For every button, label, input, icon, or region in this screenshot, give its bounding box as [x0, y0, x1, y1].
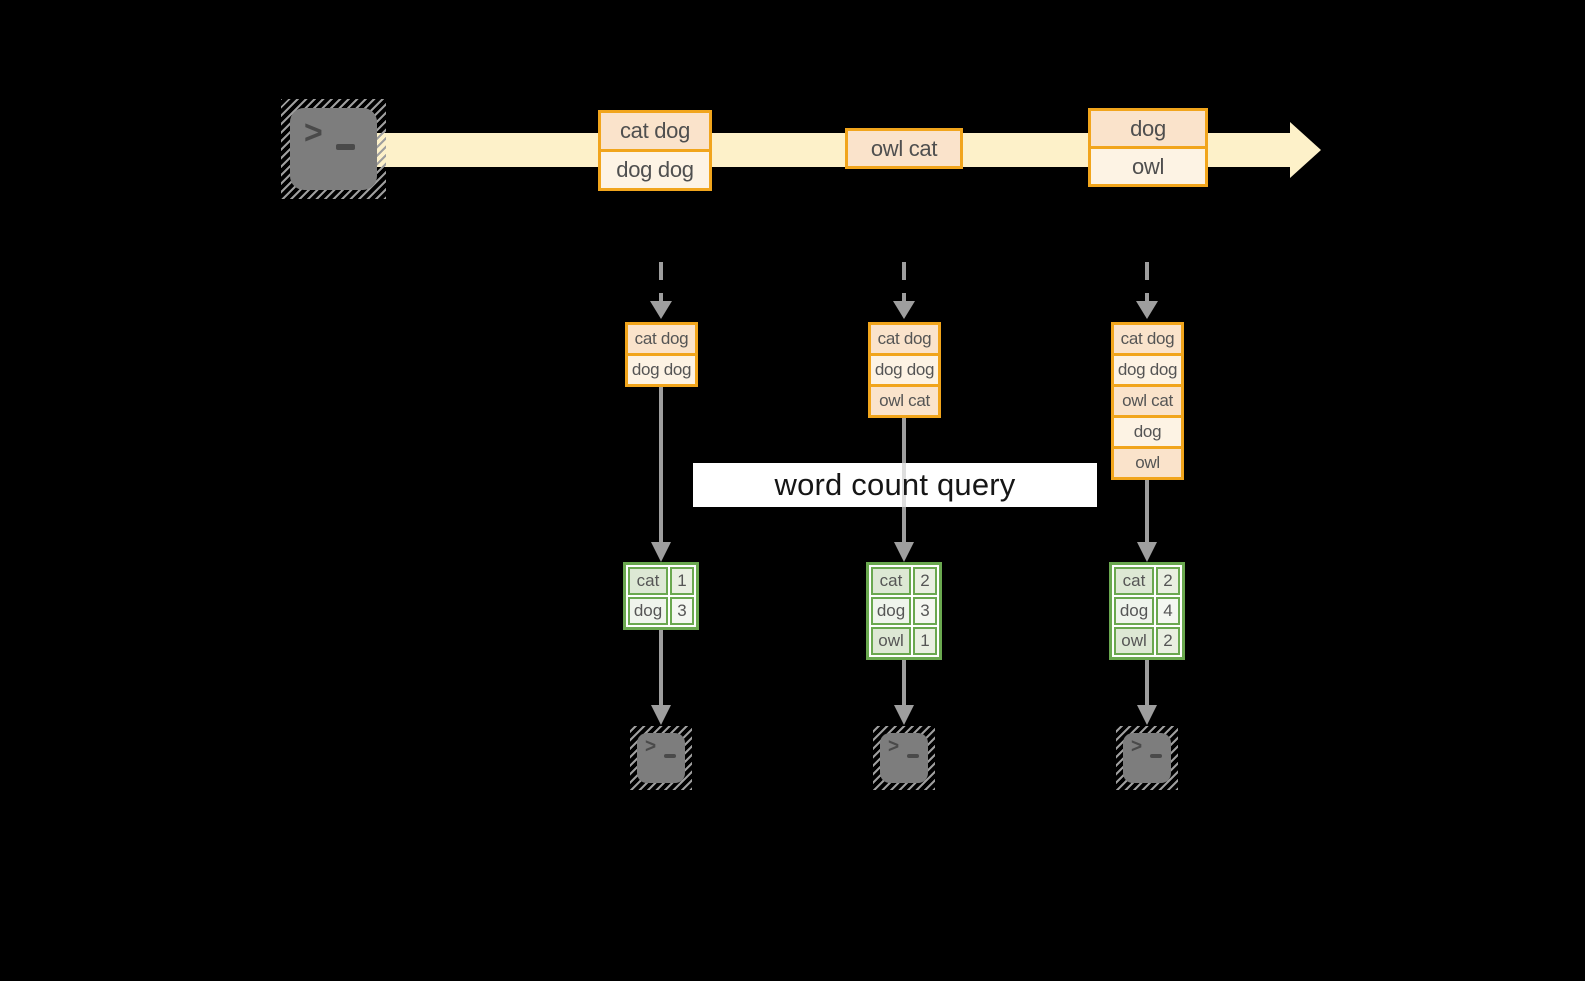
terminal-face: > — [880, 733, 928, 783]
ingest-arrowhead-2 — [893, 301, 915, 319]
buffer-row: dog dog — [868, 353, 941, 387]
terminal-face: > — [637, 733, 685, 783]
emit-arrow-line-2 — [902, 660, 906, 706]
query-banner: word count query — [693, 463, 1097, 507]
emit-arrowhead-3 — [1137, 705, 1157, 725]
stream-event-box-1: cat dog dog dog — [598, 110, 712, 191]
table-cell-word: cat — [628, 567, 668, 595]
table-cell-count: 2 — [1156, 567, 1180, 595]
terminal-face: > — [1123, 733, 1171, 783]
query-banner-label: word count query — [774, 467, 1016, 502]
sink-terminal-icon-3: > — [1116, 726, 1178, 790]
ingest-arrowhead-1 — [650, 301, 672, 319]
ingest-arrow-line-3 — [1145, 262, 1149, 304]
ingest-arrowhead-3 — [1136, 301, 1158, 319]
event-line: dog — [1088, 108, 1208, 149]
query-arrowhead-1 — [651, 542, 671, 562]
event-line: owl cat — [845, 128, 963, 169]
terminal-cursor-icon — [907, 754, 919, 758]
buffer-row: owl cat — [868, 384, 941, 418]
ingest-arrow-line-2 — [902, 262, 906, 304]
event-line: cat dog — [598, 110, 712, 152]
emit-arrow-line-3 — [1145, 660, 1149, 706]
event-stream-arrowhead — [1290, 122, 1321, 178]
table-cell-count: 2 — [913, 567, 937, 595]
terminal-prompt-icon: > — [1131, 735, 1143, 758]
buffer-row: owl cat — [1111, 384, 1184, 418]
buffer-row: cat dog — [625, 322, 698, 356]
table-cell-count: 1 — [913, 627, 937, 655]
table-cell-word: owl — [1114, 627, 1154, 655]
emit-arrow-line-1 — [659, 630, 663, 706]
table-cell-count: 3 — [913, 597, 937, 625]
sink-terminal-icon-1: > — [630, 726, 692, 790]
buffer-row: dog — [1111, 415, 1184, 449]
table-cell-count: 4 — [1156, 597, 1180, 625]
count-table-3: cat 2 dog 4 owl 2 — [1109, 562, 1185, 660]
query-banner-arrow-overlay — [902, 463, 906, 507]
sink-terminal-icon-2: > — [873, 726, 935, 790]
table-cell-count: 3 — [670, 597, 694, 625]
event-line: dog dog — [598, 149, 712, 191]
emit-arrowhead-2 — [894, 705, 914, 725]
query-arrowhead-3 — [1137, 542, 1157, 562]
table-cell-word: dog — [871, 597, 911, 625]
event-line: owl — [1088, 146, 1208, 187]
table-cell-word: cat — [1114, 567, 1154, 595]
stream-event-box-3: dog owl — [1088, 108, 1208, 187]
table-cell-word: owl — [871, 627, 911, 655]
terminal-prompt-icon: > — [645, 735, 657, 758]
buffer-row: dog dog — [1111, 353, 1184, 387]
query-arrow-line-3 — [1145, 480, 1149, 542]
buffer-row: dog dog — [625, 353, 698, 387]
table-cell-word: cat — [871, 567, 911, 595]
query-arrow-line-1 — [659, 387, 663, 542]
event-buffer-2: cat dog dog dog owl cat — [868, 322, 941, 418]
emit-arrowhead-1 — [651, 705, 671, 725]
terminal-prompt-icon: > — [888, 735, 900, 758]
source-terminal-icon: > — [281, 99, 386, 199]
count-table-2: cat 2 dog 3 owl 1 — [866, 562, 942, 660]
buffer-row: cat dog — [1111, 322, 1184, 356]
terminal-prompt-icon: > — [304, 113, 323, 151]
table-cell-count: 2 — [1156, 627, 1180, 655]
query-arrowhead-2 — [894, 542, 914, 562]
count-table-1: cat 1 dog 3 — [623, 562, 699, 630]
terminal-cursor-icon — [1150, 754, 1162, 758]
table-cell-word: dog — [628, 597, 668, 625]
table-cell-count: 1 — [670, 567, 694, 595]
buffer-row: cat dog — [868, 322, 941, 356]
terminal-face: > — [290, 108, 377, 190]
terminal-cursor-icon — [336, 144, 355, 150]
table-cell-word: dog — [1114, 597, 1154, 625]
buffer-row: owl — [1111, 446, 1184, 480]
event-buffer-3: cat dog dog dog owl cat dog owl — [1111, 322, 1184, 480]
event-buffer-1: cat dog dog dog — [625, 322, 698, 387]
stream-event-box-2: owl cat — [845, 128, 963, 169]
terminal-cursor-icon — [664, 754, 676, 758]
ingest-arrow-line-1 — [659, 262, 663, 304]
